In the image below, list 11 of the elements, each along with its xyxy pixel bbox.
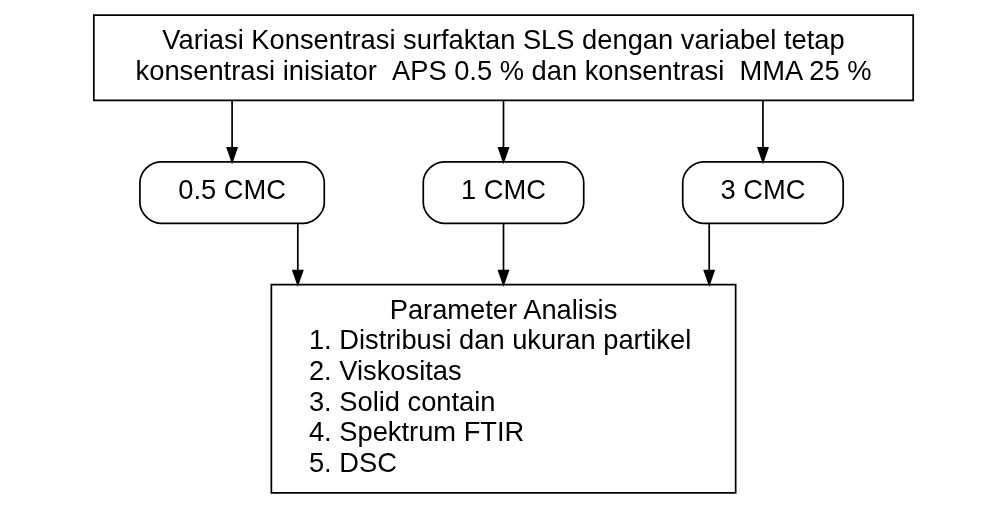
node-box: Variasi Konsentrasi surfaktan SLS dengan variabel tetap konsentrasi inisiator APS 0.5 % dan konsentrasi MMA 25 % — [92, 14, 914, 102]
arrow — [702, 222, 715, 287]
arrow — [291, 222, 304, 287]
arrow — [225, 100, 238, 165]
arrow — [497, 100, 509, 165]
arrow — [497, 222, 509, 287]
arrow — [756, 100, 769, 165]
node-box: 1 CMC — [421, 160, 585, 225]
node-box: Parameter Analisis 1. Distribusi dan ukuran partikel 2. Viskositas 3. Solid contain 4. Spektrum FTIR 5. DSC — [270, 283, 736, 494]
node-box: 0.5 CMC — [138, 160, 325, 225]
node-box: 3 CMC — [681, 160, 844, 225]
